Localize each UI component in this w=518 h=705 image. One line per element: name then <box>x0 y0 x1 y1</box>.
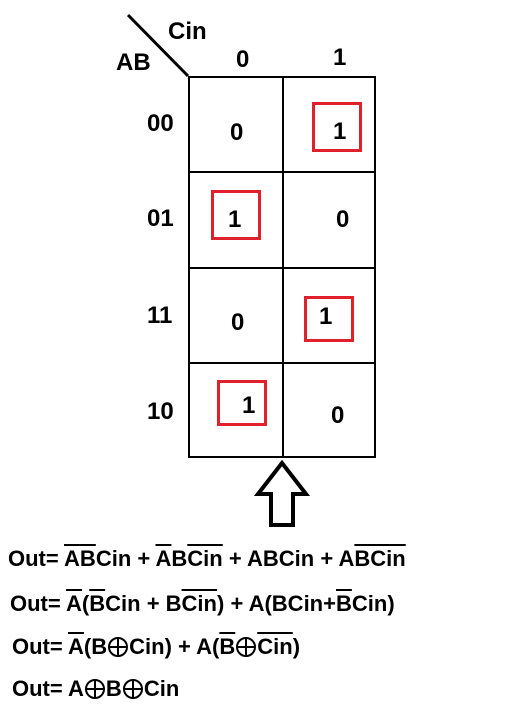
row-variable-label: AB <box>116 49 151 76</box>
equation-text: B <box>219 634 236 659</box>
equation-text: ( <box>81 591 90 616</box>
row-header-11: 11 <box>147 302 173 329</box>
equation-text: B <box>171 546 188 571</box>
group-highlight-box <box>211 190 261 240</box>
grid-divider <box>188 267 376 269</box>
equation-text: B <box>335 591 352 616</box>
equation-text: Cin <box>181 591 217 616</box>
equation-text: B <box>79 546 96 571</box>
equation-text: ) <box>292 634 301 659</box>
equation-text: A <box>66 591 82 616</box>
row-header-10: 10 <box>147 398 174 425</box>
kmap-cell-00-0: 0 <box>230 119 244 146</box>
row-header-01: 01 <box>147 205 174 232</box>
column-header-1: 1 <box>333 44 347 71</box>
xor-icon <box>84 679 105 699</box>
xor-icon <box>122 679 143 699</box>
equation-text: A <box>64 546 80 571</box>
equation-line-4: Out= A B Cin <box>12 676 179 702</box>
row-header-00: 00 <box>147 110 174 137</box>
equation-text: Cin <box>351 591 388 616</box>
kmap-cell-11-1: 1 <box>319 303 333 330</box>
group-highlight-box <box>312 102 362 152</box>
equation-text: Cin <box>257 634 293 659</box>
equation-text: Cin) + A( <box>129 634 220 659</box>
equation-text: (B <box>83 634 108 659</box>
kmap-cell-01-1: 0 <box>336 206 350 233</box>
column-variable-label: Cin <box>168 18 207 45</box>
equation-text: Out= <box>12 634 69 659</box>
xor-icon <box>108 637 129 657</box>
kmap-cell-01-0: 1 <box>228 206 242 233</box>
corner-diagonal <box>126 13 190 78</box>
equation-text: + ABCin + A <box>222 546 355 571</box>
kmap-cell-11-0: 0 <box>231 309 245 336</box>
equation-line-3: Out= A(B Cin) + A(B Cin) <box>12 634 300 660</box>
grid-divider <box>188 171 376 173</box>
equation-overline-group: B Cin <box>219 634 292 659</box>
equation-text: A <box>68 634 84 659</box>
equation-text: Out= A <box>12 676 84 701</box>
equation-text: Cin <box>143 676 180 701</box>
equation-text: ) <box>387 591 395 616</box>
equation-line-1: Out= ABCin + ABCin + ABCin + ABCin <box>8 546 406 572</box>
group-highlight-box <box>304 296 354 342</box>
equation-text: B <box>89 591 106 616</box>
column-header-0: 0 <box>236 46 250 73</box>
group-highlight-box <box>217 380 267 426</box>
equation-line-2: Out= A(BCin + BCin) + A(BCin+BCin) <box>10 591 395 617</box>
equation-text: A <box>155 546 172 571</box>
equation-text: Cin + B <box>105 591 182 616</box>
equation-text: B <box>105 676 122 701</box>
equation-text: Cin <box>187 546 223 571</box>
kmap-cell-00-1: 1 <box>333 118 347 145</box>
up-arrow-icon <box>254 459 311 527</box>
equation-text: Out= <box>10 591 67 616</box>
kmap-cell-10-1: 0 <box>331 402 345 429</box>
grid-divider <box>188 362 376 364</box>
equation-text: BCin <box>354 546 406 571</box>
equation-text: Cin + <box>95 546 156 571</box>
kmap-cell-10-0: 1 <box>242 392 256 419</box>
xor-icon <box>236 637 257 657</box>
equation-text: ) + A(BCin+ <box>217 591 336 616</box>
equation-text: Out= <box>8 546 65 571</box>
